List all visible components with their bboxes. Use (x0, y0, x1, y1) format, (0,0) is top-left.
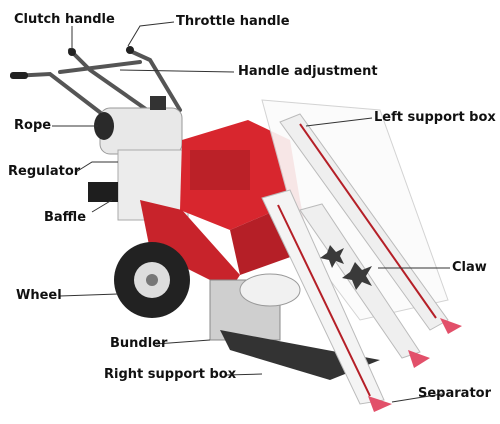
label-throttle-handle: Throttle handle (176, 14, 290, 29)
left-support-box-graphic (279, 113, 462, 334)
wheel-graphic (114, 242, 190, 318)
handle-knob (68, 48, 76, 56)
label-regulator: Regulator (8, 164, 81, 179)
handle-grip-left (10, 72, 28, 79)
label-clutch-handle: Clutch handle (14, 12, 115, 27)
label-separator: Separator (418, 386, 491, 401)
label-claw: Claw (452, 260, 487, 275)
label-left-support-box: Left support box (374, 110, 496, 125)
label-right-support-box: Right support box (104, 367, 237, 382)
label-handle-adjustment: Handle adjustment (238, 64, 378, 79)
label-wheel: Wheel (16, 288, 62, 303)
right-support-box-graphic (261, 189, 392, 412)
label-bundler: Bundler (110, 336, 168, 351)
leader-lines (52, 21, 450, 403)
bundler-mechanism (209, 273, 380, 380)
engine-block (88, 96, 189, 221)
claw-graphic (320, 245, 372, 290)
label-baffle: Baffle (44, 210, 87, 225)
label-rope: Rope (14, 118, 52, 133)
handle-knob (126, 46, 134, 54)
